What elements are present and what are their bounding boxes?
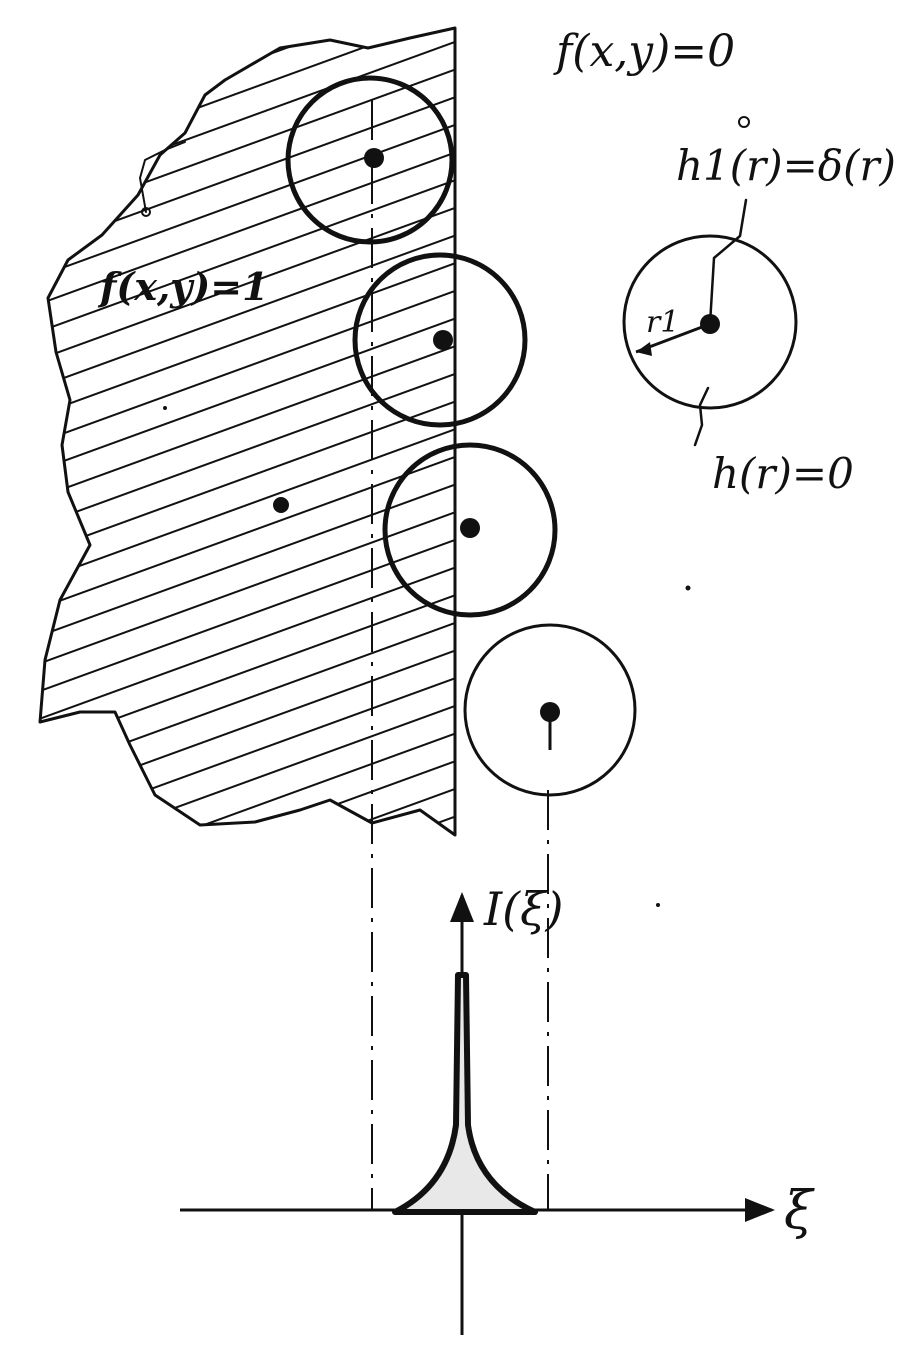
guide-lines	[371, 100, 549, 1210]
kernel-circle-3	[382, 442, 558, 618]
kernel-circle-1	[285, 75, 455, 245]
intensity-axis-label: I(ξ)	[483, 882, 563, 936]
background-label: f(x,y)=0	[553, 26, 735, 77]
xi-axis-label: ξ	[784, 1181, 815, 1241]
inner-kernel-label: h1(r)=δ(r)	[676, 141, 896, 190]
response-curve	[392, 972, 538, 1215]
response-plot: I(ξ) ξ	[180, 882, 815, 1335]
radius-label: r1	[646, 305, 679, 340]
object-region	[38, 26, 457, 837]
object-label: f(x,y)=1	[97, 264, 269, 309]
outer-kernel-label: h(r)=0	[712, 449, 854, 498]
paper-specks	[163, 406, 691, 907]
reference-kernel	[622, 116, 798, 447]
kernel-circle-4	[463, 623, 637, 797]
kernel-circle-2	[352, 252, 528, 428]
